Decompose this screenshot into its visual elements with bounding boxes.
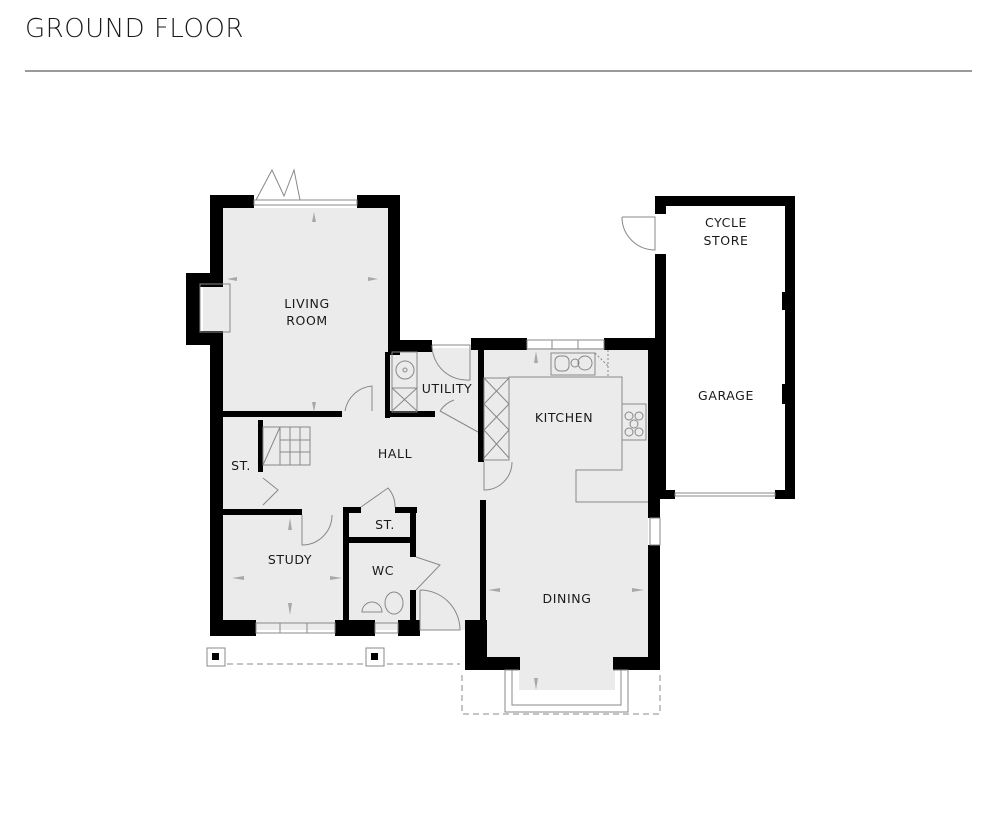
label-living-room-2: ROOM	[286, 313, 328, 328]
label-cycle-store-2: STORE	[704, 233, 749, 248]
label-hall: HALL	[378, 446, 412, 461]
garage-floor	[666, 206, 788, 494]
label-dining: DINING	[543, 591, 592, 606]
floor-fill	[203, 208, 648, 690]
page-title: GROUND FLOOR	[25, 14, 244, 44]
label-utility: UTILITY	[422, 381, 473, 396]
label-cycle-store-1: CYCLE	[705, 215, 747, 230]
walls	[186, 195, 795, 670]
fixtures	[199, 168, 776, 713]
label-garage: GARAGE	[698, 388, 754, 403]
label-store-wc: ST.	[375, 517, 395, 532]
label-wc: WC	[372, 563, 394, 578]
dimension-arrows	[227, 212, 644, 690]
title-divider	[25, 70, 972, 72]
label-kitchen: KITCHEN	[535, 410, 593, 425]
label-store-hall: ST.	[231, 458, 251, 473]
posts	[206, 647, 385, 667]
terrace-outline	[207, 663, 661, 715]
label-living-room-1: LIVING	[284, 296, 330, 311]
label-study: STUDY	[268, 552, 312, 567]
